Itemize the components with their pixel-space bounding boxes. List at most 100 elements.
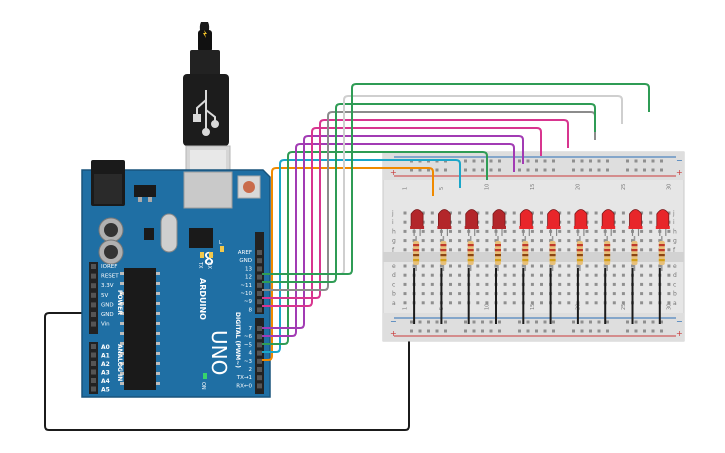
header-pin[interactable] [257,299,262,305]
usb-cable[interactable] [183,22,231,175]
analog-pin-label: A3 [101,370,110,377]
signal-wire[interactable] [262,127,542,307]
analog-header [89,342,98,394]
digital-pin-label: AREF [238,250,252,256]
header-pin[interactable] [91,378,96,383]
signal-wire[interactable] [262,159,461,353]
header-pin[interactable] [91,361,96,366]
header-pin[interactable] [257,266,262,272]
signal-wire[interactable] [262,119,569,299]
resistor [495,236,501,271]
power-pin-label: GND [101,312,114,318]
digital-pin-label: 12 [245,275,252,281]
row-letter: a [673,300,677,307]
header-pin[interactable] [257,342,262,348]
rail-minus-label: − [676,156,683,165]
row-letter: a [392,300,396,307]
header-pin[interactable] [257,274,262,280]
column-number: 1 [403,187,409,190]
ground-wire[interactable] [44,312,410,431]
digital-section-label: DIGITAL (PWM~) [234,312,241,368]
digital-pin-label: 7 [249,326,253,332]
analog-pin-label: A2 [101,361,110,368]
header-pin[interactable] [257,250,262,255]
resistor [440,236,447,271]
signal-wire[interactable] [262,167,434,361]
column-number: 5 [439,187,445,190]
signal-wires[interactable] [262,83,650,361]
column-number: 25 [621,184,627,190]
status-leds: TX RX L [197,240,224,269]
signal-wire[interactable] [262,135,524,329]
header-pin[interactable] [91,352,96,358]
rail-plus-label: + [676,168,683,177]
column-number: 1 [403,307,409,310]
digital-pin-label: ~11 [240,283,252,289]
header-pin[interactable] [91,321,96,327]
header-pin[interactable] [257,291,262,296]
column-number: 30 [666,304,672,310]
header-pin[interactable] [91,369,96,375]
header-pin[interactable] [91,292,96,298]
header-pin[interactable] [91,386,96,392]
header-pin[interactable] [91,273,96,279]
analog-section-label: ANALOG IN [116,344,123,381]
digital-pin-label: 4 [249,351,253,357]
header-pin[interactable] [257,282,262,288]
header-pin[interactable] [257,358,262,364]
row-letter: d [673,272,677,279]
header-pin[interactable] [257,326,262,331]
signal-wire[interactable] [262,151,488,345]
column-number: 10 [484,304,490,310]
led [655,209,670,236]
svg-text:L: L [219,240,222,246]
row-letter: c [673,281,676,288]
digital-pin-label: 8 [249,307,253,313]
header-pin[interactable] [257,258,262,264]
on-led: ON [200,373,207,390]
row-letter: c [392,281,395,288]
digital-pin-label: 2 [249,367,253,373]
header-pin[interactable] [257,383,262,389]
led [601,209,616,236]
header-pin[interactable] [257,307,262,313]
power-pin-label: RESET [101,274,119,280]
atmega-chip [124,268,156,390]
column-number: 15 [530,184,536,190]
column-number: 25 [621,304,627,310]
led [492,209,506,236]
header-pin[interactable] [91,264,96,269]
header-pin[interactable] [257,350,262,356]
power-pin-label: GND [101,302,114,308]
header-pin[interactable] [91,283,96,289]
analog-pin-label: A5 [101,387,110,394]
digital-pin-label: 13 [245,266,252,272]
digital-pin-label: ~10 [240,291,252,297]
column-number: 15 [530,304,536,310]
row-letter: i [392,219,394,226]
header-pin[interactable] [91,302,96,308]
row-letter: f [673,247,676,254]
reset-button[interactable] [237,175,261,199]
column-number: 10 [484,184,490,190]
header-pin[interactable] [91,344,96,349]
header-pin[interactable] [91,312,96,317]
svg-text:ON: ON [200,382,206,390]
header-pin[interactable] [257,367,262,372]
resistor [549,236,556,271]
header-pin[interactable] [257,334,262,340]
header-pin[interactable] [257,375,262,381]
rail-plus-label: + [390,168,397,177]
digital-pin-label: ~6 [244,334,253,340]
signal-wire[interactable] [262,143,515,337]
row-letter: d [392,272,396,279]
signal-wire[interactable] [262,103,596,283]
resistor [658,236,665,271]
signal-wire[interactable] [262,83,650,275]
row-letter: f [392,247,395,254]
